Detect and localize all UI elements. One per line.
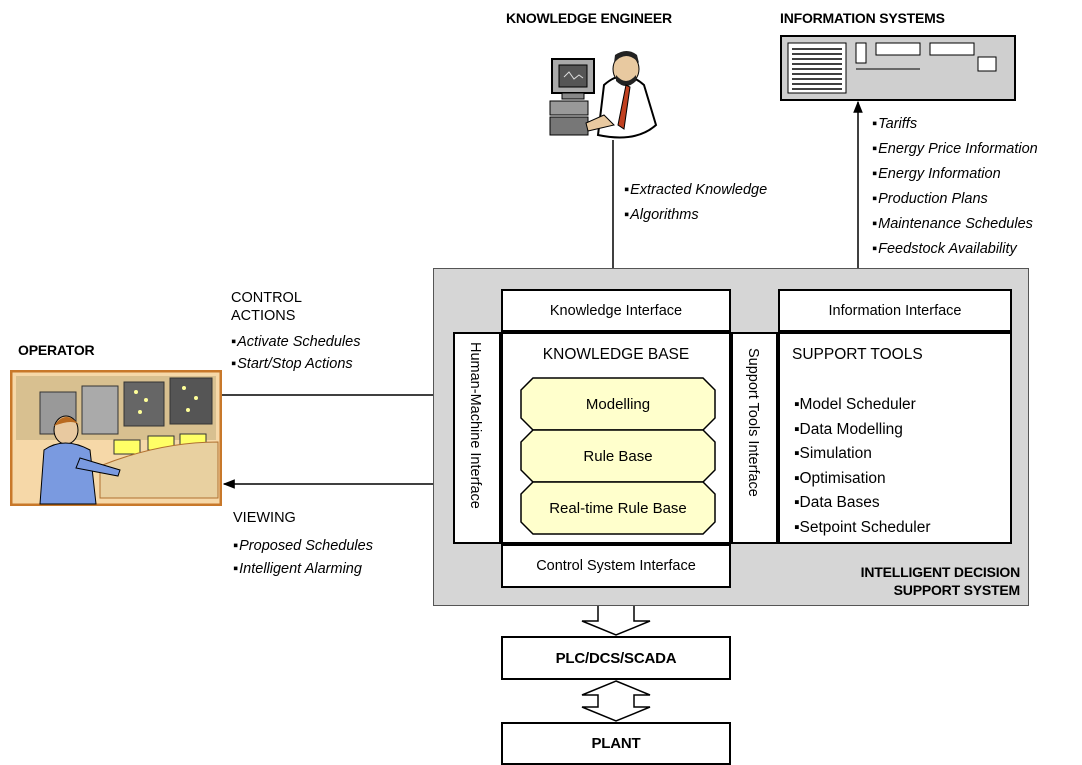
idss-label-line1: INTELLIGENT DECISION — [860, 564, 1021, 580]
hmi-label: Human-Machine Interface — [467, 342, 483, 509]
list-item: Model Scheduler — [794, 393, 930, 418]
knowledge-engineer-flows: Extracted Knowledge Algorithms — [624, 178, 767, 228]
control-actions-list: Activate Schedules Start/Stop Actions — [231, 331, 360, 375]
information-interface: Information Interface — [778, 289, 1012, 332]
list-item: Energy Information — [872, 162, 1038, 187]
knowledge-base-title: KNOWLEDGE BASE — [542, 346, 690, 363]
list-item: Data Modelling — [794, 418, 930, 443]
server-icon — [780, 35, 1016, 101]
support-tools-interface-box: Support Tools Interface — [731, 332, 778, 544]
list-item: Energy Price Information — [872, 137, 1038, 162]
knowledge-interface-label: Knowledge Interface — [549, 302, 683, 319]
information-interface-label: Information Interface — [828, 302, 962, 319]
support-tools-box: SUPPORT TOOLS Model Scheduler Data Model… — [778, 332, 1012, 544]
plc-label: PLC/DCS/SCADA — [555, 649, 677, 667]
list-item: Extracted Knowledge — [624, 178, 767, 203]
knowledge-engineer-title: KNOWLEDGE ENGINEER — [506, 10, 672, 26]
support-tools-interface-label: Support Tools Interface — [745, 348, 761, 497]
control-actions-title-line1: CONTROL — [231, 290, 302, 306]
list-item: Data Bases — [794, 491, 930, 516]
information-systems-title: INFORMATION SYSTEMS — [780, 10, 945, 26]
plant-box: PLANT — [501, 722, 731, 765]
list-item: Production Plans — [872, 187, 1038, 212]
knowledge-engineer-icon — [549, 51, 658, 139]
list-item: Setpoint Scheduler — [794, 516, 931, 541]
list-item: Feedstock Availability — [872, 237, 1038, 262]
support-tools-title: SUPPORT TOOLS — [792, 346, 923, 363]
plc-box: PLC/DCS/SCADA — [501, 636, 731, 680]
control-actions-title: CONTROL ACTIONS — [231, 289, 302, 325]
list-item: Proposed Schedules — [233, 535, 373, 558]
knowledge-item-realtime-rule-base: Real-time Rule Base — [549, 499, 687, 517]
list-item: Optimisation — [794, 467, 930, 492]
realtime-rule-base-shape — [520, 481, 716, 535]
idss-label-line2: SUPPORT SYSTEM — [893, 582, 1021, 598]
list-item: Algorithms — [624, 203, 767, 228]
control-system-interface-label: Control System Interface — [536, 558, 696, 574]
operator-icon — [10, 370, 222, 506]
plant-label: PLANT — [591, 735, 641, 752]
viewing-title: VIEWING — [233, 510, 296, 526]
list-item: Intelligent Alarming — [233, 558, 373, 581]
knowledge-interface: Knowledge Interface — [501, 289, 731, 332]
list-item: Tariffs — [872, 112, 1038, 137]
control-system-interface: Control System Interface — [501, 544, 731, 588]
operator-title: OPERATOR — [18, 342, 95, 358]
knowledge-base-items — [520, 377, 716, 535]
list-item: Simulation — [794, 442, 930, 467]
list-item: Start/Stop Actions — [231, 353, 360, 375]
knowledge-item-rule-base: Rule Base — [583, 447, 653, 465]
information-systems-flows: Tariffs Energy Price Information Energy … — [872, 112, 1038, 262]
control-actions-title-line2: ACTIONS — [231, 308, 296, 324]
plc-to-plant-double-arrow — [581, 680, 651, 722]
hmi-box: Human-Machine Interface — [453, 332, 501, 544]
support-tools-list: Model Scheduler Data Modelling Simulatio… — [794, 393, 931, 541]
viewing-list: Proposed Schedules Intelligent Alarming — [233, 535, 373, 581]
list-item: Activate Schedules — [231, 331, 360, 353]
idss-label: INTELLIGENT DECISION SUPPORT SYSTEM — [780, 563, 1021, 599]
knowledge-item-modelling: Modelling — [585, 395, 651, 413]
list-item: Maintenance Schedules — [872, 212, 1038, 237]
